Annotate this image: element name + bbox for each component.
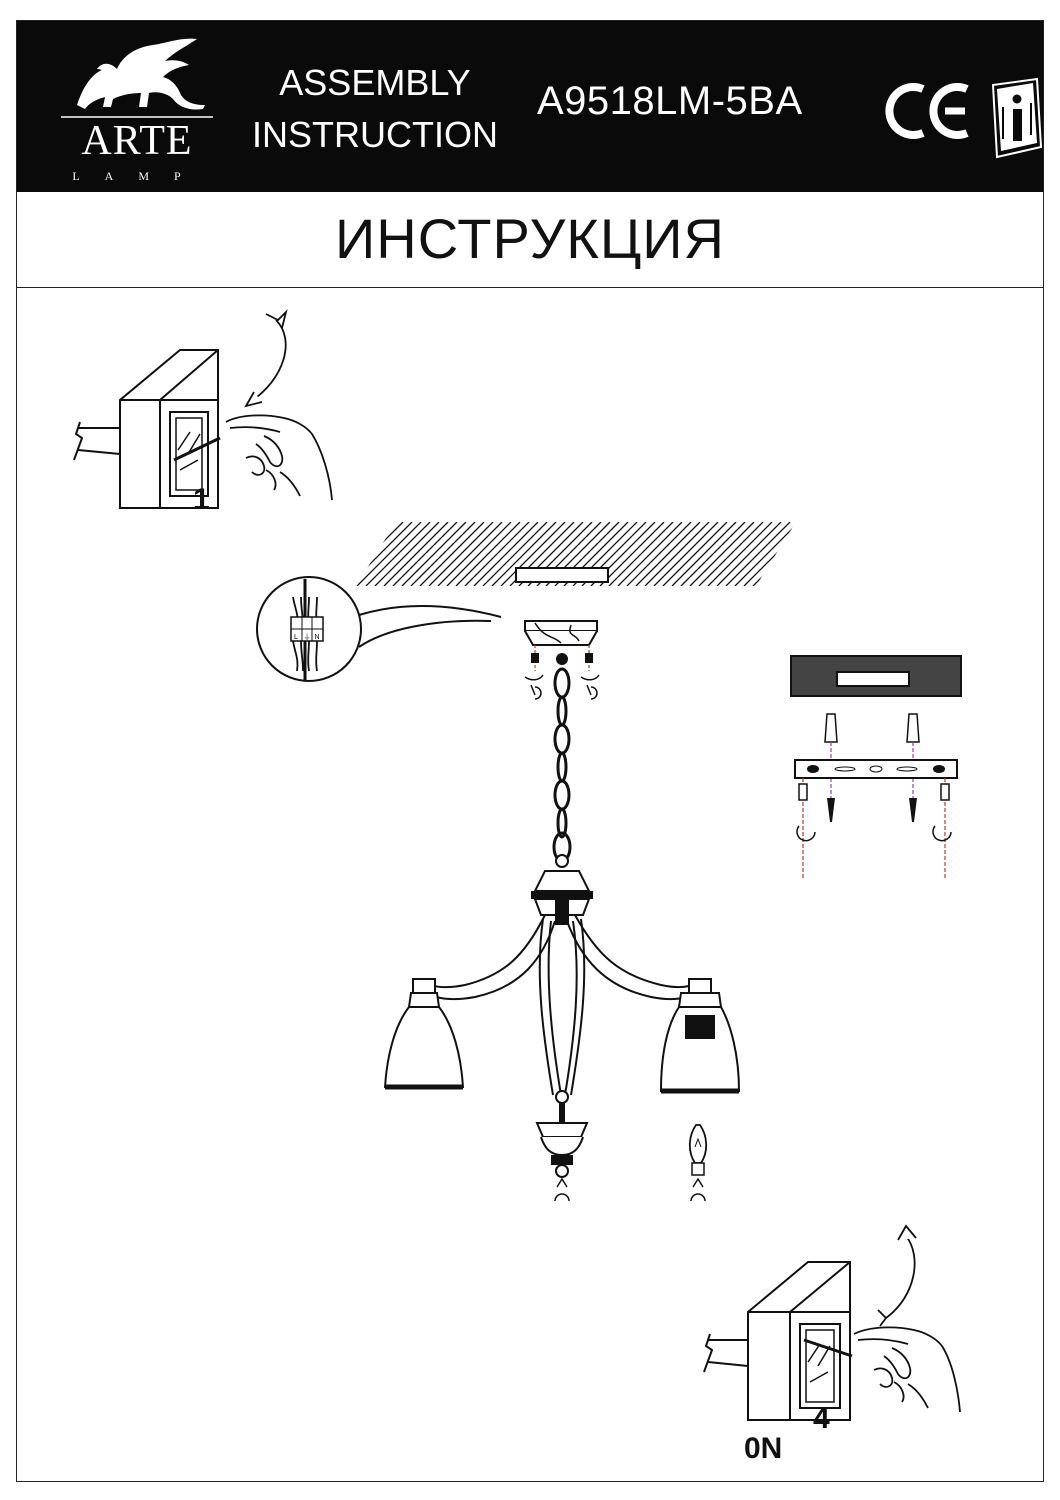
ceiling-hatch-line [716, 522, 782, 586]
connector-letter-earth: ⏚ [304, 633, 311, 641]
ceiling-hatch-line [734, 522, 796, 586]
ceiling-hatch-line [356, 522, 422, 586]
ceiling-hatch-line [374, 522, 440, 586]
brand-subname: LAMP [72, 169, 206, 183]
ceiling-hatch-line [689, 522, 755, 586]
ceiling-hatch [356, 522, 796, 586]
ceiling-hatch-line [698, 522, 764, 586]
ceiling-hatch-line [743, 522, 796, 586]
chandelier-drawing [383, 620, 741, 1202]
ceiling-hatch-line [383, 522, 449, 586]
ceiling-hatch-line [401, 522, 467, 586]
header-bar: ARTE LAMP ASSEMBLY INSTRUCTION A9518LM-5… [17, 21, 1043, 192]
page-frame [16, 20, 1044, 1482]
ceiling-hatch-line [428, 522, 494, 586]
assembly-title: ASSEMBLY INSTRUCTION [245, 57, 505, 161]
ceiling-hatch-line [437, 522, 503, 586]
step4-switch-on-illustration [703, 1224, 961, 1421]
ceiling-hatch-line [482, 522, 548, 586]
ceiling-hatch-line [419, 522, 485, 586]
ceiling-hatch-line [455, 522, 521, 586]
page-subtitle: ИНСТРУКЦИЯ [335, 207, 725, 270]
ceiling-hatch-line [662, 522, 728, 586]
ceiling-hatch-line [500, 522, 566, 586]
griffin-icon [61, 38, 213, 118]
ceiling-hatch-line [707, 522, 773, 586]
ceiling-hatch-line [473, 522, 539, 586]
ceiling-hatch-line [671, 522, 737, 586]
ceiling-hatch-line [725, 522, 791, 586]
ceiling-hatch-line [635, 522, 701, 586]
ceiling-hatch-line [491, 522, 557, 586]
ceiling-hatch-line [653, 522, 719, 586]
ceiling-hatch-line [464, 522, 530, 586]
assembly-title-line2: INSTRUCTION [252, 114, 498, 155]
brand-logo: ARTE LAMP [57, 35, 217, 185]
connector-letter-l: L [294, 634, 298, 641]
ceiling-hatch-line [626, 522, 692, 586]
mounting-bracket-detail [790, 655, 962, 880]
ceiling-hatch-line [599, 522, 665, 586]
ce-mark-icon [885, 83, 969, 139]
switch-on-label: 0N [744, 1432, 783, 1465]
assembly-title-line1: ASSEMBLY [279, 62, 471, 103]
ceiling-hatch-line [365, 522, 431, 586]
ceiling-hatch-line [410, 522, 476, 586]
step1-label: 1 [193, 483, 210, 516]
ceiling-hatch-line [644, 522, 710, 586]
manual-info-icon [991, 77, 1043, 159]
step4-label: 4 [813, 1402, 830, 1435]
connector-letter-n: N [314, 634, 319, 641]
ceiling-hatch-line [392, 522, 458, 586]
ceiling-hatch-line [446, 522, 512, 586]
ceiling-hatch-line [608, 522, 674, 586]
step1-switch-off-illustration [73, 309, 333, 509]
ceiling-hatch-line [617, 522, 683, 586]
brand-name: ARTE [81, 118, 193, 164]
model-number: A9518LM-5BA [537, 79, 803, 123]
subtitle-band: ИНСТРУКЦИЯ [17, 192, 1043, 288]
ceiling-hatch-line [680, 522, 746, 586]
wire-connector-detail: L ⏚ N [256, 576, 502, 682]
